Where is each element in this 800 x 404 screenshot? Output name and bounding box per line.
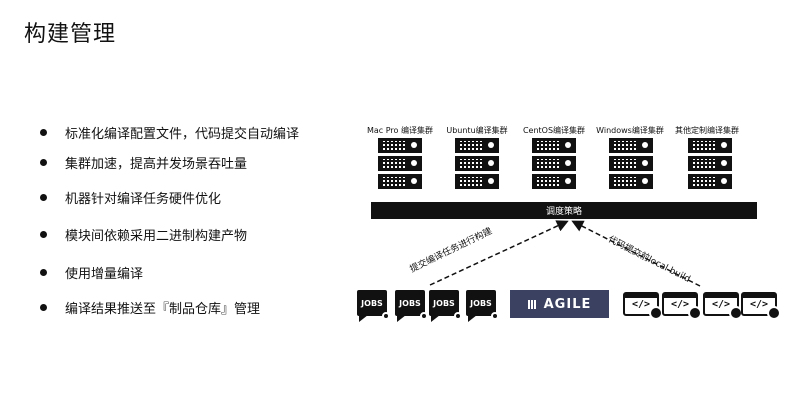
bullet-text: 机器针对编译任务硬件优化 — [65, 192, 222, 207]
bullet-item: 机器针对编译任务硬件优化 — [40, 188, 221, 207]
server-rack-icon — [609, 138, 653, 192]
bullet-text: 模块间依赖采用二进制构建产物 — [65, 229, 248, 244]
bullet-text: 使用增量编译 — [65, 267, 144, 282]
bullet-item: 编译结果推送至『制品仓库』管理 — [40, 298, 260, 317]
scheduler-bar: 调度策略 — [371, 202, 757, 219]
cluster-label-ubuntu: Ubuntu编译集群 — [446, 126, 508, 135]
cluster-label-centos: CentOS编译集群 — [522, 126, 586, 135]
jobs-icon: JOBS — [429, 290, 462, 322]
page-title: 构建管理 — [24, 22, 117, 47]
agile-logo: AGILE — [510, 290, 609, 318]
bullet-dot — [40, 231, 47, 238]
bullet-item: 标准化编译配置文件，代码提交自动编译 — [40, 123, 299, 142]
bullet-dot — [40, 194, 47, 201]
submit-arrow — [429, 220, 569, 286]
bullet-item: 使用增量编译 — [40, 263, 143, 282]
bullet-list: 标准化编译配置文件，代码提交自动编译 集群加速，提高并发场景吞吐量 机器针对编译… — [40, 0, 350, 404]
cluster-label-windows: Windows编译集群 — [596, 126, 664, 135]
code-window-icon: </> — [662, 292, 702, 320]
jobs-icon: JOBS — [357, 290, 390, 322]
bullet-item: 集群加速，提高并发场景吞吐量 — [40, 153, 247, 172]
agile-label: AGILE — [543, 296, 592, 312]
server-rack-icon — [532, 138, 576, 192]
jobs-icon: JOBS — [466, 290, 499, 322]
scheduler-label: 调度策略 — [545, 207, 582, 217]
cluster-label-macpro: Mac Pro 编译集群 — [367, 126, 433, 135]
server-rack-icon — [455, 138, 499, 192]
bullet-dot — [40, 159, 47, 166]
bullet-dot — [40, 129, 47, 136]
code-window-icon: </> — [623, 292, 663, 320]
cluster-label-custom: 其他定制编译集群 — [675, 126, 739, 135]
bullet-dot — [40, 304, 47, 311]
bullet-text: 标准化编译配置文件，代码提交自动编译 — [65, 127, 300, 142]
jobs-icon: JOBS — [395, 290, 428, 322]
server-rack-icon — [378, 138, 422, 192]
server-rack-icon — [688, 138, 732, 192]
agile-mark-icon — [527, 299, 537, 309]
code-window-icon: </> — [703, 292, 743, 320]
bullet-dot — [40, 269, 47, 276]
code-window-icon: </> — [741, 292, 781, 320]
bullet-text: 编译结果推送至『制品仓库』管理 — [65, 302, 261, 317]
bullet-text: 集群加速，提高并发场景吞吐量 — [65, 157, 248, 172]
bullet-item: 模块间依赖采用二进制构建产物 — [40, 225, 247, 244]
